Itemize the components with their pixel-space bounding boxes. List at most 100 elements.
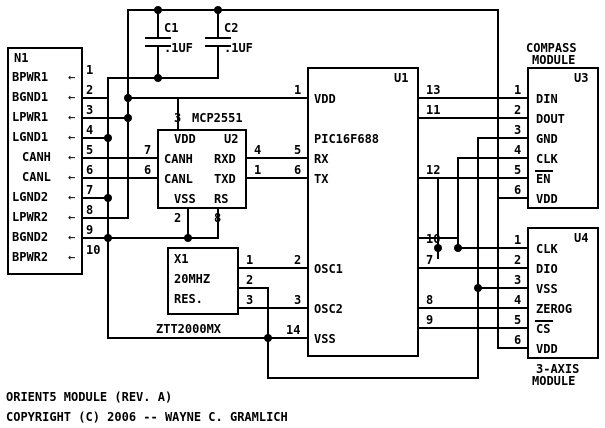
u3-title: COMPASS bbox=[526, 41, 577, 55]
u1-ref: U1 bbox=[394, 71, 408, 85]
x1-pin-number: 2 bbox=[246, 273, 253, 287]
u1-pin-osc1: OSC1 bbox=[314, 262, 343, 276]
u1-right-pin-number: 7 bbox=[426, 253, 433, 267]
u4-pin-number: 5 bbox=[514, 313, 521, 327]
n1-pin-label: BPWR1 bbox=[12, 70, 48, 84]
u1-pin-tx: TX bbox=[314, 172, 329, 186]
u1-right-pin-number: 13 bbox=[426, 83, 440, 97]
u4-pin-number: 1 bbox=[514, 233, 521, 247]
n1-pin-number: 1 bbox=[86, 63, 93, 77]
n1-pin-number: 5 bbox=[86, 143, 93, 157]
x1-part: ZTT2000MX bbox=[156, 322, 222, 336]
n1-pin-number: 2 bbox=[86, 83, 93, 97]
x1-pin-number: 3 bbox=[246, 293, 253, 307]
c1-ref: C1 bbox=[164, 21, 178, 35]
c1-value: .1UF bbox=[164, 41, 193, 55]
u1-rx-pin-number: 5 bbox=[294, 143, 301, 157]
footer-copyright: COPYRIGHT (C) 2006 -- WAYNE C. GRAMLICH bbox=[6, 410, 288, 424]
u1-right-pin-number: 11 bbox=[426, 103, 440, 117]
u3-pin-label: CLK bbox=[536, 152, 558, 166]
u4-pin-number: 2 bbox=[514, 253, 521, 267]
svg-text:←: ← bbox=[68, 130, 75, 144]
capacitor-c1 bbox=[145, 9, 171, 79]
n1-pin-number: 3 bbox=[86, 103, 93, 117]
u2-txd-pin-number: 1 bbox=[254, 163, 261, 177]
u4-pin-label: CS bbox=[536, 322, 550, 336]
x1-ref: X1 bbox=[174, 252, 188, 266]
x1-frequency: 20MHZ bbox=[174, 272, 210, 286]
x1-pin-number: 1 bbox=[246, 253, 253, 267]
u3-pin-label: GND bbox=[536, 132, 558, 146]
n1-pin-label: BGND2 bbox=[12, 230, 48, 244]
n1-arrows: ← ← ← ← ← ← ← ← ← ← bbox=[68, 70, 75, 264]
u1-vdd-pin-number: 1 bbox=[294, 83, 301, 97]
u1-pin-rx: RX bbox=[314, 152, 329, 166]
n1-pin-number: 9 bbox=[86, 223, 93, 237]
u1-osc1-pin-number: 2 bbox=[294, 253, 301, 267]
c2-value: .1UF bbox=[224, 41, 253, 55]
u4-pin-label: CLK bbox=[536, 242, 558, 256]
u1-part: PIC16F688 bbox=[314, 132, 379, 146]
n1-pin-label: LGND2 bbox=[12, 190, 48, 204]
n1-pin-label: CANL bbox=[22, 170, 51, 184]
u1-vss-pin-number: 14 bbox=[286, 323, 300, 337]
svg-text:←: ← bbox=[68, 170, 75, 184]
u4-body bbox=[527, 227, 599, 359]
u1-right-pin-number: 12 bbox=[426, 163, 440, 177]
n1-pin-label: BPWR2 bbox=[12, 250, 48, 264]
u1-pin-osc2: OSC2 bbox=[314, 302, 343, 316]
n1-pin-label: BGND1 bbox=[12, 90, 48, 104]
u4-pin-number: 4 bbox=[514, 293, 521, 307]
svg-text:←: ← bbox=[68, 210, 75, 224]
u4-title: MODULE bbox=[532, 374, 575, 388]
u4-ref: U4 bbox=[574, 231, 588, 245]
u2-ref: U2 bbox=[224, 132, 238, 146]
n1-pin-label: LGND1 bbox=[12, 130, 48, 144]
svg-text:←: ← bbox=[68, 70, 75, 84]
u4-pin-label: VSS bbox=[536, 282, 558, 296]
u2-pin-rxd: RXD bbox=[214, 152, 236, 166]
u2-rs-pin-number: 8 bbox=[214, 211, 221, 225]
u3-pin-label: DIN bbox=[536, 92, 558, 106]
n1-pin-number: 8 bbox=[86, 203, 93, 217]
u1-right-pin-number: 10 bbox=[426, 232, 440, 246]
svg-text:←: ← bbox=[68, 250, 75, 264]
x1-type: RES. bbox=[174, 292, 203, 306]
u3-pin-number: 3 bbox=[514, 123, 521, 137]
u2-pin-vss: VSS bbox=[174, 192, 196, 206]
u1-right-pin-number: 9 bbox=[426, 313, 433, 327]
n1-pin-number: 7 bbox=[86, 183, 93, 197]
u2-pin-vdd: VDD bbox=[174, 132, 196, 146]
footer-title: ORIENT5 MODULE (REV. A) bbox=[6, 390, 172, 404]
u1-body bbox=[307, 67, 419, 357]
u2-rxd-pin-number: 4 bbox=[254, 143, 261, 157]
n1-pin-number: 6 bbox=[86, 163, 93, 177]
svg-text:←: ← bbox=[68, 90, 75, 104]
u3-pin-number: 4 bbox=[514, 143, 521, 157]
u4-pin-number: 6 bbox=[514, 333, 521, 347]
u4-pin-number: 3 bbox=[514, 273, 521, 287]
x1-body bbox=[167, 247, 239, 315]
n1-pin-number: 4 bbox=[86, 123, 93, 137]
u2-canh-pin-number: 7 bbox=[144, 143, 151, 157]
u2-part: MCP2551 bbox=[192, 111, 243, 125]
u2-pin-canl: CANL bbox=[164, 172, 193, 186]
u4-pin-label: ZEROG bbox=[536, 302, 572, 316]
u1-pin-vss: VSS bbox=[314, 332, 336, 346]
u1-tx-pin-number: 6 bbox=[294, 163, 301, 177]
n1-pin-label: LPWR2 bbox=[12, 210, 48, 224]
u3-pin-label: DOUT bbox=[536, 112, 565, 126]
svg-text:←: ← bbox=[68, 190, 75, 204]
u3-pin-label: VDD bbox=[536, 192, 558, 206]
u3-pin-number: 2 bbox=[514, 103, 521, 117]
u2-vdd-pin-number: 3 bbox=[174, 111, 181, 125]
u2-pin-rs: RS bbox=[214, 192, 228, 206]
u4-title: 3-AXIS bbox=[536, 362, 579, 376]
n1-pin-label: CANH bbox=[22, 150, 51, 164]
n1-pin-label: LPWR1 bbox=[12, 110, 48, 124]
u2-vss-pin-number: 2 bbox=[174, 211, 181, 225]
u4-pin-label: VDD bbox=[536, 342, 558, 356]
u3-ref: U3 bbox=[574, 71, 588, 85]
wires bbox=[81, 9, 529, 379]
